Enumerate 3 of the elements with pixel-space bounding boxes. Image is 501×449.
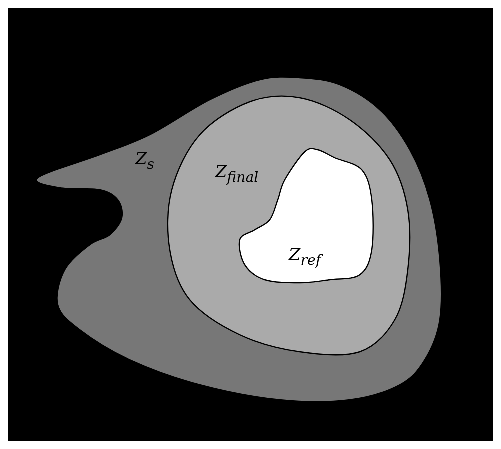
region-label: Z$_{ref}$: [288, 248, 322, 268]
region-label: Z$_{final}$: [215, 164, 259, 186]
region-label: Z$_{s}$: [135, 152, 155, 172]
